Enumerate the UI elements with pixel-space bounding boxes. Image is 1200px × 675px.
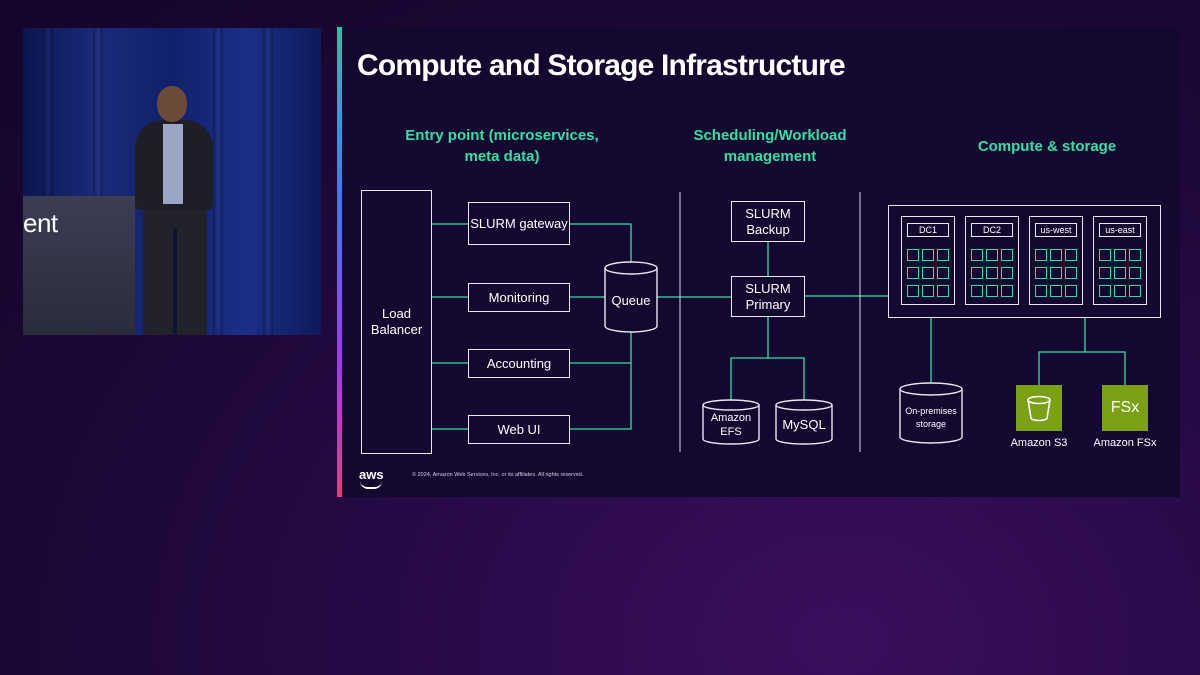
compute-node-cell [1001,267,1013,279]
podium-text: ent [23,208,58,238]
slurm-gateway-label: SLURM gateway [470,215,568,231]
amazon-efs-label: Amazon EFS [710,412,752,438]
compute-node-cell [922,267,934,279]
compute-node-cell [907,285,919,297]
speaker-leg-gap [173,228,177,335]
compute-cluster-container [888,205,1161,318]
slurm-backup-label: SLURM Backup [745,205,791,237]
compute-node-cell [937,267,949,279]
compute-node-cell [1129,285,1141,297]
aws-smile-icon [360,481,382,489]
compute-node-cell [1129,249,1141,261]
compute-node-cell [1114,285,1126,297]
monitoring-box: Monitoring [468,283,570,312]
curtain-fold [93,28,103,335]
compute-node-cell [971,267,983,279]
slide: Compute and Storage Infrastructure Entry… [337,27,1180,497]
monitoring-label: Monitoring [488,289,550,305]
data-center-box [965,216,1019,305]
compute-node-cell [971,285,983,297]
accounting-box: Accounting [468,349,570,378]
compute-node-cell [1065,249,1077,261]
amazon-s3-label: Amazon S3 [1010,437,1068,449]
compute-node-cell [907,267,919,279]
compute-node-cell [1050,249,1062,261]
compute-node-cell [986,285,998,297]
compute-node-cell [986,267,998,279]
compute-node-cell [1065,285,1077,297]
compute-node-cell [1001,249,1013,261]
aws-logo: aws [359,467,384,482]
slurm-backup-box: SLURM Backup [731,201,805,242]
compute-node-cell [922,249,934,261]
curtain-fold [213,28,223,335]
data-center-box [1093,216,1147,305]
compute-node-cell [922,285,934,297]
amazon-fsx-label: Amazon FSx [1093,437,1157,449]
compute-node-cell [1001,285,1013,297]
compute-node-cell [907,249,919,261]
compute-node-cell [1035,267,1047,279]
web-ui-label: Web UI [497,421,541,437]
data-center-box [1029,216,1083,305]
slurm-primary-label: SLURM Primary [745,280,791,312]
compute-node-cell [971,249,983,261]
data-center-label: us-east [1099,223,1141,237]
compute-node-cell [1035,285,1047,297]
compute-node-cell [1050,285,1062,297]
compute-node-cell [1065,267,1077,279]
data-center-label: DC2 [971,223,1013,237]
accounting-label: Accounting [486,355,552,371]
column-header-compute-storage: Compute & storage [977,138,1117,155]
column-header-entry-point: Entry point (microservices, meta data) [405,127,599,165]
data-center-box [901,216,955,305]
compute-node-cell [1129,267,1141,279]
data-center-label: DC1 [907,223,949,237]
curtain-fold [43,28,53,335]
load-balancer: Load Balancer [361,190,432,454]
amazon-fsx-icon: FSx [1102,385,1148,431]
speaker-head [157,86,187,122]
diagram-connectors [432,192,1126,452]
data-center-label: us-west [1035,223,1077,237]
compute-node-cell [937,249,949,261]
compute-node-cell [1099,249,1111,261]
slide-title: Compute and Storage Infrastructure [357,49,846,82]
queue-label: Queue [611,293,651,308]
fsx-icon-text: FSx [1110,399,1140,416]
mysql-label: MySQL [782,417,826,432]
speaker-video: ent [23,28,321,335]
compute-node-cell [1099,267,1111,279]
copyright-notice: © 2024, Amazon Web Services, Inc. or its… [412,472,584,478]
speaker-shirt [163,124,183,204]
compute-node-cell [1114,267,1126,279]
podium [23,196,135,335]
compute-node-cell [986,249,998,261]
compute-node-cell [1050,267,1062,279]
bucket-icon [1027,395,1051,422]
curtain-fold [263,28,273,335]
compute-node-cell [1035,249,1047,261]
compute-node-cell [937,285,949,297]
on-premises-storage-label: On-premises storage [905,406,957,429]
slurm-primary-box: SLURM Primary [731,276,805,317]
slurm-gateway-box: SLURM gateway [468,202,570,245]
compute-node-cell [1114,249,1126,261]
web-ui-box: Web UI [468,415,570,444]
amazon-s3-icon [1016,385,1062,431]
column-header-scheduling: Scheduling/Workload management [693,127,847,165]
compute-node-cell [1099,285,1111,297]
load-balancer-label: Load Balancer [370,306,423,337]
